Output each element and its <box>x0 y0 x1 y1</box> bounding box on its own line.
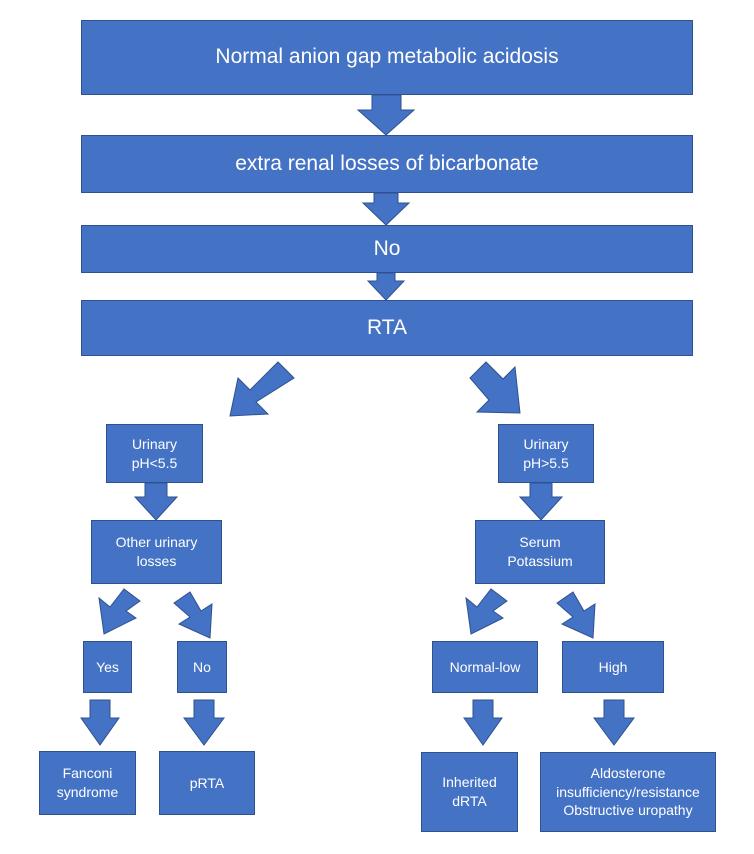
fanconi-line2: syndrome <box>56 784 119 800</box>
arrow-other-to-no <box>173 591 213 639</box>
aldosterone-line1: Aldosterone <box>590 764 666 781</box>
box-rta: RTA <box>81 300 693 356</box>
box-prta: pRTA <box>159 751 255 815</box>
fanconi-line1: Fanconi <box>62 765 113 782</box>
arrow-rta-to-left-branch <box>229 361 295 417</box>
arrow-other-to-yes <box>98 588 141 635</box>
arrow-serum-to-high <box>556 591 596 639</box>
box-extrarenal-label: extra renal losses of bicarbonate <box>235 151 539 175</box>
box-serum-potassium: Serum Potassium <box>475 520 605 584</box>
ph-low-line1: Urinary <box>131 435 178 452</box>
arrow-start-to-extrarenal <box>356 94 416 136</box>
box-urinary-ph-high: Urinary pH>5.5 <box>498 424 594 483</box>
inherited-line1: Inherited <box>442 774 497 791</box>
box-no-main-label: No <box>373 236 401 260</box>
box-no-main: No <box>81 225 693 273</box>
box-yes: Yes <box>83 641 132 693</box>
box-aldosterone: Aldosterone insufficiency/resistance Obs… <box>540 752 716 832</box>
box-fanconi: Fanconi syndrome <box>39 751 136 815</box>
serum-line2: Potassium <box>507 553 573 569</box>
aldosterone-line2: insufficiency/resistance <box>556 783 700 800</box>
inherited-line2: dRTA <box>452 793 487 809</box>
box-other-urinary-losses: Other urinary losses <box>91 520 222 584</box>
ph-high-line1: Urinary <box>523 435 569 452</box>
box-no-left-label: No <box>193 658 211 675</box>
box-prta-label: pRTA <box>189 774 225 791</box>
arrow-extrarenal-to-no <box>361 192 411 226</box>
box-high: High <box>562 641 664 693</box>
arrow-rta-to-right-branch <box>469 361 521 414</box>
arrow-ph-to-other-left <box>133 482 179 521</box>
arrow-no-to-prta <box>183 699 225 746</box>
box-inherited-drta: Inherited dRTA <box>421 752 518 832</box>
box-start-label: Normal anion gap metabolic acidosis <box>215 45 559 69</box>
arrow-serum-to-normal-low <box>465 588 508 635</box>
aldosterone-line3: Obstructive uropathy <box>563 802 693 819</box>
arrow-normal-low-to-inherited <box>463 699 503 746</box>
box-yes-label: Yes <box>96 658 119 675</box>
serum-line1: Serum <box>519 534 561 551</box>
box-normal-low-label: Normal-low <box>449 658 521 675</box>
box-normal-low: Normal-low <box>432 641 538 693</box>
ph-low-line2: pH<5.5 <box>131 454 178 471</box>
ph-high-line2: pH>5.5 <box>523 454 569 471</box>
arrow-ph-to-serum-right <box>518 482 564 521</box>
other-losses-line2: losses <box>136 553 177 569</box>
arrow-yes-to-fanconi <box>80 699 120 746</box>
arrow-no-to-rta <box>366 272 406 301</box>
other-losses-line1: Other urinary <box>115 534 198 551</box>
arrow-high-to-aldosterone <box>593 699 635 746</box>
box-high-label: High <box>598 658 628 675</box>
box-extrarenal: extra renal losses of bicarbonate <box>81 135 693 193</box>
box-start: Normal anion gap metabolic acidosis <box>81 20 693 95</box>
box-urinary-ph-low: Urinary pH<5.5 <box>106 424 203 483</box>
box-no-left: No <box>177 641 227 693</box>
box-rta-label: RTA <box>366 315 408 339</box>
